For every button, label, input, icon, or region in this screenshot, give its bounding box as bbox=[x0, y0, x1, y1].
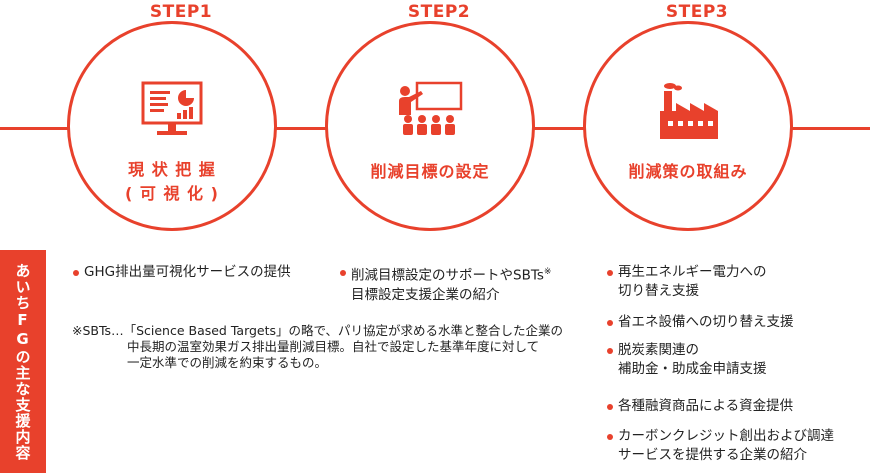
step1-title-line1: 現 状 把 握 bbox=[128, 160, 216, 179]
bullet-text: GHG排出量可視化サービスの提供 bbox=[84, 264, 291, 280]
factory-icon bbox=[656, 81, 720, 145]
bullet-text: 各種融資商品による資金提供 bbox=[618, 398, 794, 414]
bullet-text: 脱炭素関連の bbox=[618, 342, 699, 358]
step1-circle: 現 状 把 握 ( 可 視 化 ) bbox=[67, 21, 277, 231]
step3-bullet-list: 再生エネルギー電力への 切り替え支援 省エネ設備への切り替え支援 脱炭素関連の … bbox=[606, 263, 834, 465]
presentation-audience-icon bbox=[397, 81, 463, 143]
bullet-text: 再生エネルギー電力への bbox=[618, 264, 767, 280]
sbts-footnote: ※SBTs…「Science Based Targets」の略で、パリ協定が求め… bbox=[72, 323, 563, 371]
step1-label: STEP1 bbox=[149, 2, 213, 22]
step3-label: STEP3 bbox=[665, 2, 729, 22]
step1-bullet-list: GHG排出量可視化サービスの提供 bbox=[72, 263, 291, 282]
bullet-text: 省エネ設備への切り替え支援 bbox=[618, 314, 794, 330]
step2-circle: 削減目標の設定 bbox=[325, 21, 535, 231]
step2-bullet-list: 削減目標設定のサポートやSBTs※ 目標設定支援企業の紹介 bbox=[339, 263, 551, 305]
list-item: 再生エネルギー電力への 切り替え支援 bbox=[606, 263, 834, 313]
list-item: 削減目標設定のサポートやSBTs※ 目標設定支援企業の紹介 bbox=[339, 263, 551, 305]
step1-title: 現 状 把 握 ( 可 視 化 ) bbox=[70, 158, 274, 206]
list-item: カーボンクレジット創出および調達 サービスを提供する企業の紹介 bbox=[606, 427, 834, 465]
step2-label: STEP2 bbox=[407, 2, 471, 22]
support-content-side-label: あいちFGの主な支援内容 bbox=[0, 250, 46, 473]
bullet-text: カーボンクレジット創出および調達 bbox=[618, 428, 834, 444]
bullet-text-line2: 補助金・助成金申請支援 bbox=[618, 361, 767, 377]
list-item: 省エネ設備への切り替え支援 bbox=[606, 313, 834, 341]
step3-title: 削減策の取組み bbox=[628, 162, 748, 181]
bullet-text: 削減目標設定のサポートやSBTs bbox=[351, 267, 544, 284]
list-item: 各種融資商品による資金提供 bbox=[606, 397, 834, 427]
step3-circle: 削減策の取組み bbox=[583, 21, 793, 231]
list-item: 脱炭素関連の 補助金・助成金申請支援 bbox=[606, 341, 834, 397]
monitor-chart-icon bbox=[141, 81, 203, 143]
step1-title-line2: ( 可 視 化 ) bbox=[125, 184, 219, 203]
bullet-text-line2: 切り替え支援 bbox=[618, 283, 699, 299]
footnote-line1: ※SBTs…「Science Based Targets」の略で、パリ協定が求め… bbox=[72, 323, 564, 338]
step2-title: 削減目標の設定 bbox=[370, 162, 490, 181]
list-item: GHG排出量可視化サービスの提供 bbox=[72, 263, 291, 282]
bullet-text-line2: 目標設定支援企業の紹介 bbox=[351, 286, 500, 303]
footnote-mark: ※ bbox=[543, 267, 552, 277]
bullet-text-line2: サービスを提供する企業の紹介 bbox=[618, 447, 807, 463]
footnote-line3: 一定水準での削減を約束するもの。 bbox=[127, 355, 328, 370]
footnote-line2: 中長期の温室効果ガス排出量削減目標。自社で設定した基準年度に対して bbox=[127, 339, 540, 354]
